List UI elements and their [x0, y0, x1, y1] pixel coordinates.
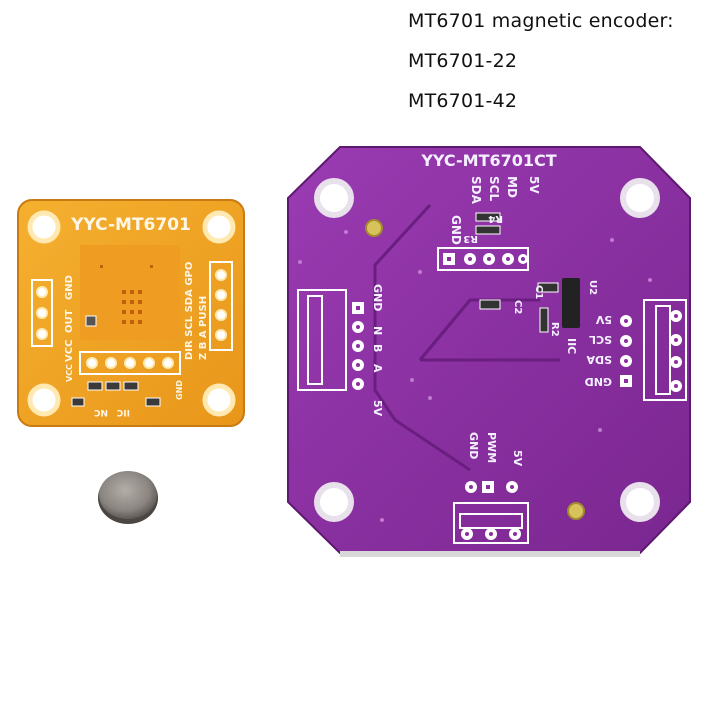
capacitor-c1 [537, 282, 559, 293]
small-board-left-header [31, 279, 53, 347]
label-r2: R2 [549, 322, 560, 337]
label-iic: IIC [565, 338, 578, 354]
large-label-left-5v: 5V [371, 400, 384, 417]
small-label-gnd: GND [64, 275, 75, 300]
small-label-nc: NC [93, 407, 108, 417]
label-c1: C1 [533, 285, 544, 299]
small-board-mounting-holes [27, 210, 236, 417]
small-label-iic: IIC [116, 407, 130, 417]
caption-model-42: MT6701-42 [408, 90, 518, 112]
small-board-bottom-header [79, 351, 181, 375]
resistor-r3 [475, 225, 501, 235]
large-board-bottom-header [453, 481, 529, 544]
small-encoder-board: YYC-MT6701 GND OUT VCC DIR [17, 199, 245, 427]
small-label-vcc-2: VCC [65, 364, 74, 382]
large-label-right-5v: 5V [595, 313, 612, 326]
small-label-gnd-2: GND [175, 380, 184, 400]
large-board-left-header [297, 289, 364, 391]
large-board-vias [298, 230, 652, 522]
small-board-vias [100, 265, 153, 324]
large-label-top-5v: 5V [527, 176, 541, 194]
caption-model-22: MT6701-22 [408, 50, 518, 72]
small-board-title: YYC-MT6701 [70, 215, 191, 235]
label-r3: R3 [463, 233, 478, 244]
large-label-top-sda: SDA [469, 176, 483, 205]
large-label-left-n: N [371, 326, 384, 335]
large-encoder-board: YYC-MT6701CT GND SDA SCL MD 5V R4 R3 C1 … [287, 146, 691, 557]
small-label-row-bottom: Z B A PUSH [198, 296, 209, 360]
large-board-top-header [437, 247, 529, 271]
test-pad [567, 502, 585, 520]
large-label-bottom-pwm: PWM [485, 432, 498, 463]
resistor-r4 [475, 212, 501, 222]
large-label-top-scl: SCL [487, 176, 501, 201]
label-u2: U2 [587, 280, 598, 295]
small-label-row-top: DIR SCL SDA GPO [184, 262, 195, 360]
large-label-top-gnd: GND [449, 215, 463, 245]
large-label-left-b: B [371, 344, 384, 352]
large-label-left-a: A [371, 364, 384, 373]
large-label-right-scl: SCL [589, 333, 612, 346]
large-label-bottom-5v: 5V [511, 450, 524, 467]
large-board-right-header [620, 299, 687, 401]
capacitor-c2 [479, 299, 501, 310]
large-label-right-gnd: GND [585, 375, 612, 388]
large-label-bottom-gnd: GND [467, 432, 480, 459]
small-board-components [71, 315, 161, 407]
label-c2: C2 [512, 300, 523, 314]
label-r4: R4 [488, 213, 503, 224]
large-board-traces [373, 203, 560, 472]
test-pad [365, 219, 383, 237]
large-label-right-sda: SDA [586, 353, 612, 366]
chip-u2 [562, 278, 580, 328]
large-board-title: YYC-MT6701CT [420, 151, 556, 170]
caption-title: MT6701 magnetic encoder: [408, 10, 674, 32]
small-label-out: OUT [64, 309, 75, 333]
small-label-vcc: VCC [64, 340, 75, 362]
magnet-disc [98, 471, 158, 524]
large-board-mounting-holes [314, 178, 660, 522]
resistor-r2 [539, 307, 549, 333]
small-board-right-header [209, 261, 233, 351]
large-label-top-md: MD [505, 176, 519, 198]
large-label-left-gnd: GND [371, 284, 384, 311]
